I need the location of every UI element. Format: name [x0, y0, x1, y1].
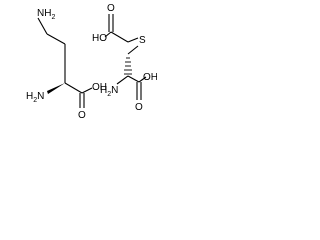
chemical-structure-diagram: NH2 H2N O OH HO O: [26, 3, 157, 121]
lysine-carbonyl-oxygen-label: O: [78, 110, 86, 121]
cmc-bond-oh-c: [104, 31, 112, 38]
cmc-bond-ch2-s: [127, 37, 139, 43]
lysine-alpha-amine-label: H2N: [26, 91, 44, 104]
carboxymethylcysteine-structure: HO O S H2N: [92, 3, 157, 113]
cmc-hashed-bond: [124, 57, 132, 75]
lysine-bond-n-c6: [37, 17, 48, 35]
cmc-amine-label: H2N: [100, 85, 118, 98]
cmc-hydroxyl-label: OH: [143, 72, 157, 83]
cmc-bond-calpha-ccarboxyl: [127, 75, 140, 83]
cmc-bond-calpha-n: [116, 75, 129, 85]
cmc-sulfur-label: S: [139, 35, 146, 46]
lysine-bond-c6-c5: [46, 33, 66, 45]
lysine-bond-ccarboxyl-oh: [81, 87, 93, 94]
cmc-carbonyl-oxygen-label: O: [135, 102, 143, 113]
lysine-bond-calpha-ccarboxyl: [64, 82, 83, 94]
lysine-wedge-bond-amine: [47, 83, 65, 94]
lysine-structure: NH2 H2N O OH: [26, 8, 107, 121]
lysine-hydroxyl-label: OH: [92, 82, 107, 93]
lysine-terminal-amine-label: NH2: [37, 8, 55, 21]
cmc-acid-carbonyl-oxygen-label: O: [107, 3, 115, 14]
cmc-bond-ccarboxyl-oh: [138, 76, 147, 83]
cmc-acid-hydroxyl-label: HO: [92, 33, 107, 44]
cmc-bond-s-cbeta: [127, 45, 139, 55]
cmc-bond-c-ch2: [110, 31, 129, 43]
